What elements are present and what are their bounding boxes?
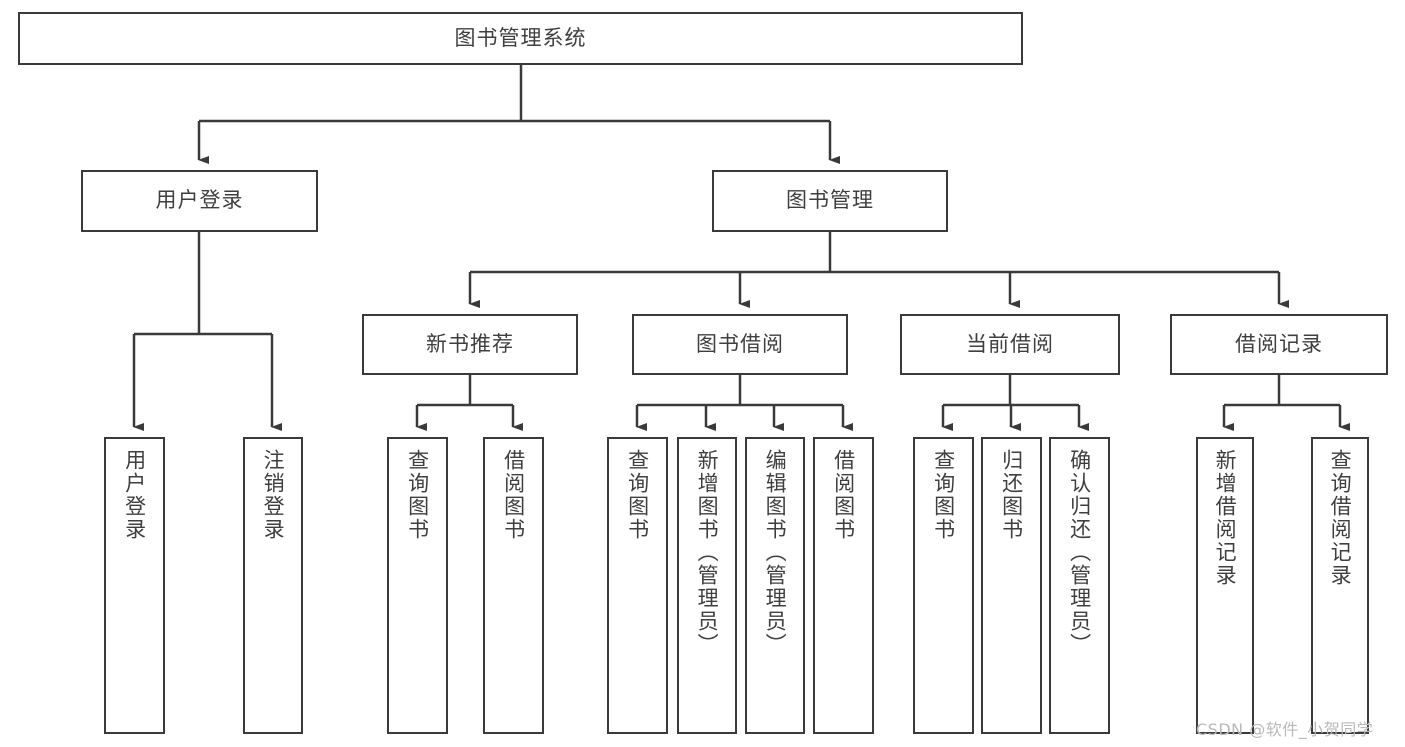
node-label: 用户登录: [155, 188, 244, 213]
node-label: 借阅记录: [1235, 331, 1323, 356]
node-label: 查询借阅记录: [1328, 449, 1353, 587]
node-label: 注销登录: [261, 449, 286, 541]
leaf-current-query-book[interactable]: 查询图书: [913, 437, 974, 734]
node-borrow-record[interactable]: 借阅记录: [1170, 314, 1388, 375]
node-label: 查询图书: [625, 449, 650, 541]
node-label: 编辑图书（管理员）: [763, 449, 788, 656]
node-label: 确认归还（管理员）: [1067, 449, 1092, 656]
node-label: 图书借阅: [696, 331, 784, 356]
node-label: 归还图书: [999, 449, 1024, 541]
leaf-borrow-edit-book-admin[interactable]: 编辑图书（管理员）: [745, 437, 805, 734]
leaf-borrow-query-book[interactable]: 查询图书: [607, 437, 668, 734]
leaf-user-login-logout[interactable]: 注销登录: [243, 437, 303, 734]
node-label: 查询图书: [931, 449, 956, 541]
node-label: 借阅图书: [501, 449, 526, 541]
leaf-current-return-book[interactable]: 归还图书: [981, 437, 1042, 734]
node-label: 图书管理系统: [454, 25, 587, 50]
leaf-new-book-borrow[interactable]: 借阅图书: [483, 437, 544, 734]
node-label: 借阅图书: [831, 449, 856, 541]
leaf-user-login-login[interactable]: 用户登录: [104, 437, 165, 734]
node-current-borrow[interactable]: 当前借阅: [900, 314, 1120, 375]
node-root-system[interactable]: 图书管理系统: [18, 12, 1023, 65]
leaf-record-add-record[interactable]: 新增借阅记录: [1196, 437, 1254, 734]
leaf-borrow-borrow-book[interactable]: 借阅图书: [813, 437, 874, 734]
node-user-login[interactable]: 用户登录: [81, 170, 318, 232]
node-label: 图书管理: [786, 188, 874, 213]
leaf-current-confirm-return-admin[interactable]: 确认归还（管理员）: [1049, 437, 1110, 734]
node-label: 查询图书: [405, 449, 430, 541]
node-new-book-recommend[interactable]: 新书推荐: [362, 314, 578, 375]
node-book-management[interactable]: 图书管理: [712, 170, 948, 232]
node-label: 新增图书（管理员）: [695, 449, 720, 656]
leaf-borrow-add-book-admin[interactable]: 新增图书（管理员）: [677, 437, 737, 734]
node-label: 新书推荐: [426, 331, 514, 356]
node-label: 用户登录: [122, 449, 147, 541]
leaf-record-query-record[interactable]: 查询借阅记录: [1311, 437, 1369, 734]
node-label: 新增借阅记录: [1213, 449, 1238, 587]
leaf-new-book-query[interactable]: 查询图书: [387, 437, 448, 734]
node-book-borrow[interactable]: 图书借阅: [632, 314, 848, 375]
csdn-watermark: CSDN @软件_小贺同学: [1196, 720, 1374, 739]
node-label: 当前借阅: [966, 331, 1054, 356]
